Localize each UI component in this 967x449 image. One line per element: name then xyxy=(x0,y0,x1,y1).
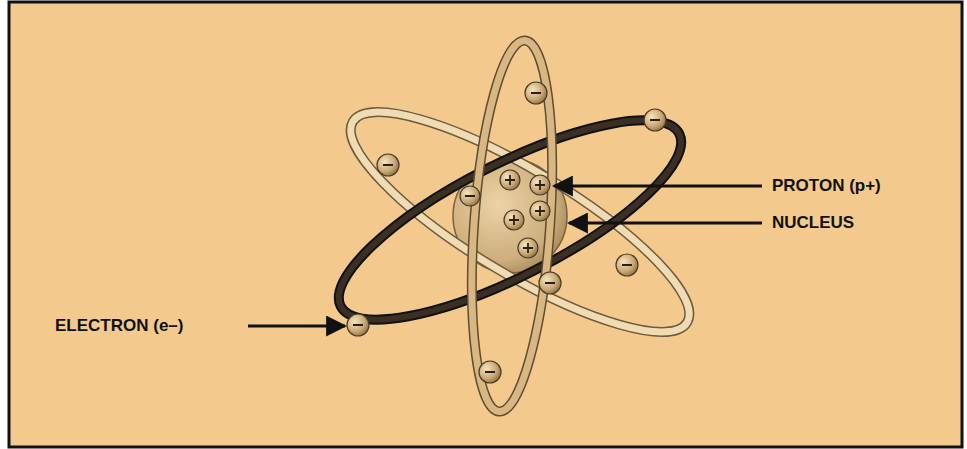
proton-group xyxy=(500,170,550,258)
electron xyxy=(616,254,638,276)
proton xyxy=(530,201,550,221)
electron xyxy=(644,109,666,131)
leader-arrow xyxy=(569,222,762,225)
electron xyxy=(479,361,501,383)
proton xyxy=(504,210,524,230)
electron xyxy=(460,186,480,206)
orbit-vertical xyxy=(461,38,563,414)
nucleus-label: NUCLEUS xyxy=(772,213,854,233)
electron xyxy=(377,154,399,176)
orbit-dark xyxy=(315,84,704,356)
proton xyxy=(530,175,550,195)
proton xyxy=(500,170,520,190)
leader-arrow xyxy=(554,185,762,188)
leader-arrow xyxy=(248,325,345,328)
electron xyxy=(525,82,547,104)
electron-group xyxy=(347,82,666,383)
electron-label: ELECTRON (e–) xyxy=(55,316,183,336)
electron xyxy=(347,314,369,336)
proton-label: PROTON (p+) xyxy=(772,176,881,196)
background-panel xyxy=(9,2,962,447)
electron xyxy=(539,272,561,294)
proton xyxy=(518,238,538,258)
